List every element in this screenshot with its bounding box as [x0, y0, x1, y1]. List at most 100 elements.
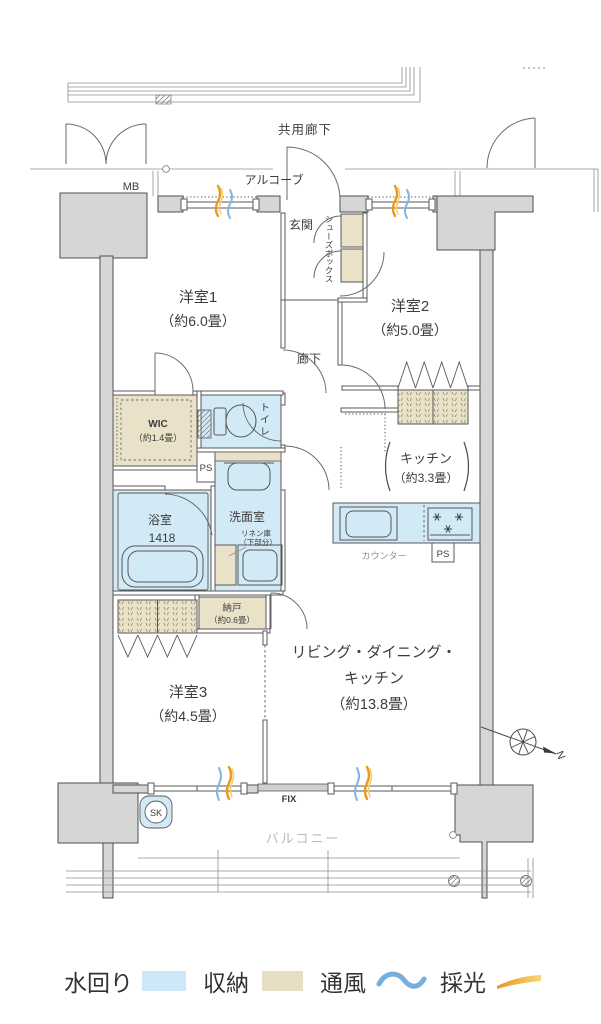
- label-room1-size: （約6.0畳）: [160, 313, 235, 329]
- pillar-top-right: [436, 195, 534, 251]
- wall-right: [479, 249, 494, 786]
- label-roka: 廊下: [297, 351, 321, 366]
- bath-door-arc: [164, 493, 213, 536]
- label-room3-name: 洋室3: [169, 684, 207, 701]
- bath-area: [112, 489, 212, 594]
- compass-needle: [543, 746, 556, 754]
- legend-label-wind: 通風: [320, 971, 366, 997]
- corridor-boundary: [30, 165, 599, 212]
- room1-door-arc: [282, 349, 327, 394]
- label-shoes-box: シューズボックス: [324, 215, 334, 283]
- label-wic-size: （約1.4畳）: [134, 432, 183, 443]
- legend-label-water: 水回り: [64, 971, 133, 997]
- room2-closet: [397, 360, 469, 425]
- pillar-bottom-right: [454, 784, 534, 899]
- storage-fixtures: [116, 213, 469, 659]
- window-room2: [365, 196, 436, 211]
- legend-label-light: 採光: [440, 971, 486, 997]
- light-mark-room3: [225, 765, 235, 801]
- neighbor-double-door: [65, 123, 147, 165]
- legend-ray-icon: [497, 975, 541, 989]
- balcony: [66, 831, 534, 898]
- neighbor-door-right: [486, 117, 536, 169]
- label-room1-name: 洋室1: [179, 289, 217, 306]
- railing-hatch-mark: [155, 94, 172, 105]
- wind-mark-room3: [216, 767, 222, 801]
- window-ldk-south: [327, 782, 458, 795]
- label-linen-line2: （下部分）: [239, 537, 277, 547]
- label-nando-name: 納戸: [222, 602, 241, 614]
- vent-light-marks: [214, 184, 410, 801]
- label-room3-size: （約4.5畳）: [150, 708, 225, 724]
- legend-swatch-storage: [262, 971, 303, 991]
- wind-mark-room1: [227, 189, 233, 219]
- nando-door: [270, 592, 308, 630]
- legend: 水回り 収納 通風 採光: [64, 971, 541, 997]
- toilet-fixture: [197, 404, 257, 439]
- light-mark-room2: [391, 184, 401, 218]
- ps-box-kitchen: [431, 542, 455, 563]
- label-bath-name: 浴室: [148, 512, 172, 527]
- kitchen-parens: [384, 441, 470, 492]
- outer-walls: [57, 192, 534, 899]
- label-toilet: トイレ: [258, 402, 270, 438]
- label-genkan: 玄関: [289, 217, 313, 232]
- interior-walls: [112, 212, 481, 784]
- room3-closet: [117, 599, 198, 659]
- corridor-post-circle: [162, 165, 170, 173]
- window-room3-south: [147, 782, 248, 795]
- label-north: N: [553, 749, 567, 761]
- balcony-post-right1: [448, 875, 460, 887]
- washer-pan: [237, 544, 283, 586]
- label-balcony: バルコニー: [266, 831, 341, 846]
- label-ps-west: PS: [200, 463, 213, 474]
- shoebox-door-arc-2: [313, 250, 342, 279]
- toilet-area: [200, 394, 282, 449]
- washroom-door-arc: [284, 445, 330, 491]
- label-room2-size: （約5.0畳）: [372, 322, 447, 338]
- label-sk: SK: [150, 808, 162, 818]
- door-arcs: [154, 146, 386, 630]
- wall-left: [99, 255, 114, 786]
- label-ldk-line2: キッチン: [344, 670, 404, 687]
- corridor-continuation-dots: [523, 67, 545, 69]
- label-alcove: アルコーブ: [245, 172, 304, 187]
- room2-door-arc: [339, 251, 385, 297]
- ldk-door-arc: [340, 364, 386, 410]
- label-counter: カウンター: [361, 551, 406, 561]
- wic-door: [154, 352, 194, 392]
- label-ldk-line1: リビング・ダイニング・: [291, 644, 456, 661]
- balcony-post-right2: [520, 875, 532, 887]
- kitchen-counter-area: [332, 502, 481, 544]
- label-kitchen-name: キッチン: [400, 451, 452, 466]
- linen-pointer-line: [228, 546, 247, 557]
- label-kitchen-size: （約3.3畳）: [394, 470, 459, 485]
- label-mb: MB: [123, 181, 140, 193]
- label-linen-line1: リネン庫: [241, 528, 271, 538]
- label-nando-size: （約0.6畳）: [209, 615, 255, 625]
- wind-mark-ldk: [354, 767, 360, 801]
- label-wic-name: WIC: [148, 419, 167, 430]
- bath-fixture: [117, 492, 209, 591]
- wic-interior: [116, 398, 192, 463]
- window-fix: [257, 783, 331, 792]
- legend-swatch-water: [142, 971, 186, 991]
- shoebox-upper: [340, 213, 364, 248]
- legend-label-storage: 収納: [203, 971, 249, 997]
- kitchen-sink-unit: [339, 505, 473, 541]
- wind-mark-room2: [404, 189, 410, 219]
- label-ldk-size: （約13.8畳）: [331, 696, 417, 713]
- entrance-door: [286, 146, 341, 201]
- label-ps-kitchen: PS: [437, 549, 450, 560]
- label-wash: 洗面室: [229, 509, 265, 524]
- light-mark-ldk: [363, 765, 373, 801]
- compass: [480, 726, 557, 756]
- shoebox-lower: [340, 248, 364, 283]
- slop-sink: [139, 795, 173, 829]
- ps-box-west: [196, 451, 216, 483]
- shoebox-door-arc-1: [313, 215, 342, 244]
- label-bath-size: 1418: [149, 531, 176, 545]
- light-mark-room1: [214, 184, 224, 218]
